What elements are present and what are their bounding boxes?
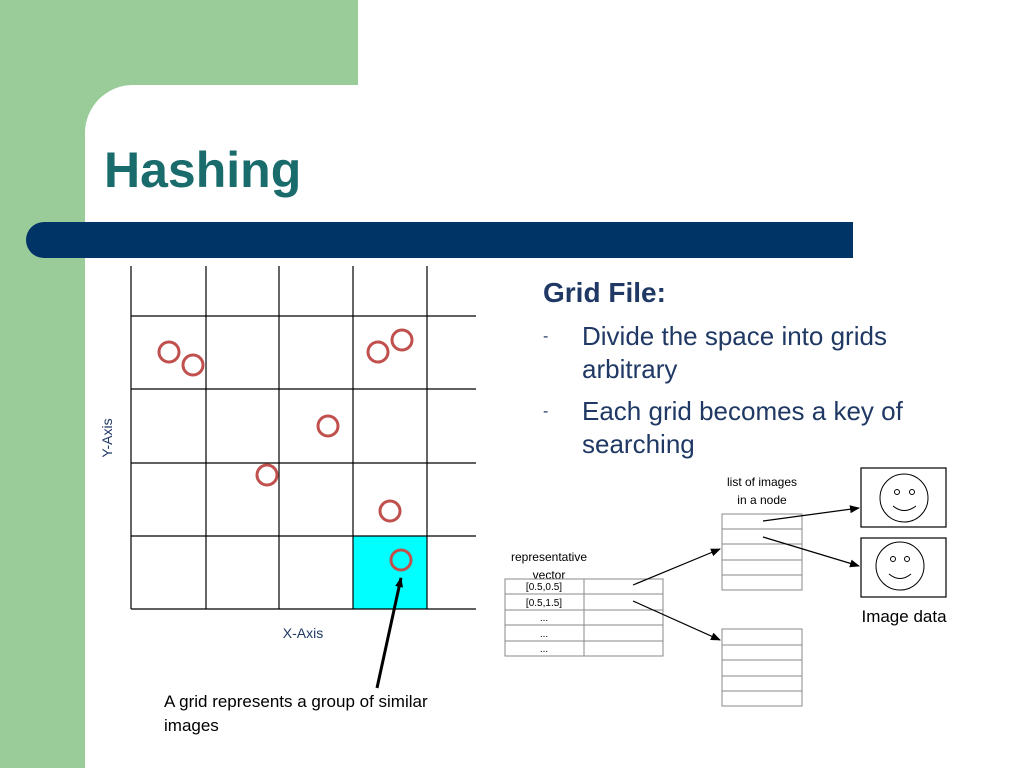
node-list-lower xyxy=(721,628,803,707)
bullet-text: Each grid becomes a key of searching xyxy=(582,396,903,459)
data-point xyxy=(255,463,279,487)
image-data-label: Image data xyxy=(861,607,947,626)
grid-lines xyxy=(130,266,476,610)
y-axis-label: Y-Axis xyxy=(99,418,115,457)
eye-icon xyxy=(904,556,910,562)
vector-cell: ... xyxy=(540,613,548,624)
bullet-marker: - xyxy=(543,328,549,345)
bullet-text: Divide the space into grids arbitrary xyxy=(582,321,887,384)
pointer-arrow xyxy=(762,505,860,522)
node-list-frame xyxy=(721,513,803,591)
caption-arrow xyxy=(375,577,403,689)
section-heading: Grid File: xyxy=(543,277,666,308)
node-list-frame xyxy=(721,628,803,707)
smiley-face-icon xyxy=(875,541,925,591)
vector-cell: [0.5,1.5] xyxy=(526,598,562,609)
data-point xyxy=(389,548,413,572)
image-data-lower xyxy=(860,537,947,598)
vector-table xyxy=(504,578,664,657)
x-axis-label: X-Axis xyxy=(283,625,323,641)
data-point xyxy=(181,353,205,377)
smiley-face-icon xyxy=(879,473,929,523)
vector-cell: ... xyxy=(540,629,548,640)
smile-icon xyxy=(888,573,912,579)
bullet-marker: - xyxy=(543,403,549,420)
highlighted-grid-cell xyxy=(353,536,427,609)
data-points xyxy=(157,328,414,572)
pointer-arrow xyxy=(762,536,860,568)
pointer-arrow xyxy=(632,600,721,641)
node-list-upper xyxy=(721,513,803,591)
image-data-upper xyxy=(860,467,947,528)
vector-table-cells: [0.5,0.5] [0.5,1.5] ... ... ... xyxy=(526,582,562,655)
caption-line: A grid represents a group of similar xyxy=(164,692,428,711)
eye-icon xyxy=(909,489,915,495)
pointer-arrows xyxy=(632,505,860,641)
data-point xyxy=(366,340,390,364)
vector-label-line: representative xyxy=(511,550,587,564)
list-label-line: in a node xyxy=(737,493,787,507)
caption-line: images xyxy=(164,716,219,735)
data-point xyxy=(390,328,414,352)
slide-title: Hashing xyxy=(104,142,302,198)
eye-icon xyxy=(894,489,900,495)
vector-cell: [0.5,0.5] xyxy=(526,582,562,593)
title-divider-bar xyxy=(26,222,853,258)
smile-icon xyxy=(892,505,917,511)
data-point xyxy=(316,414,340,438)
vector-cell: ... xyxy=(540,644,548,655)
data-point xyxy=(378,499,402,523)
list-label-line: list of images xyxy=(727,475,797,489)
eye-icon xyxy=(890,556,896,562)
data-point xyxy=(157,340,181,364)
pointer-arrow xyxy=(632,548,721,586)
